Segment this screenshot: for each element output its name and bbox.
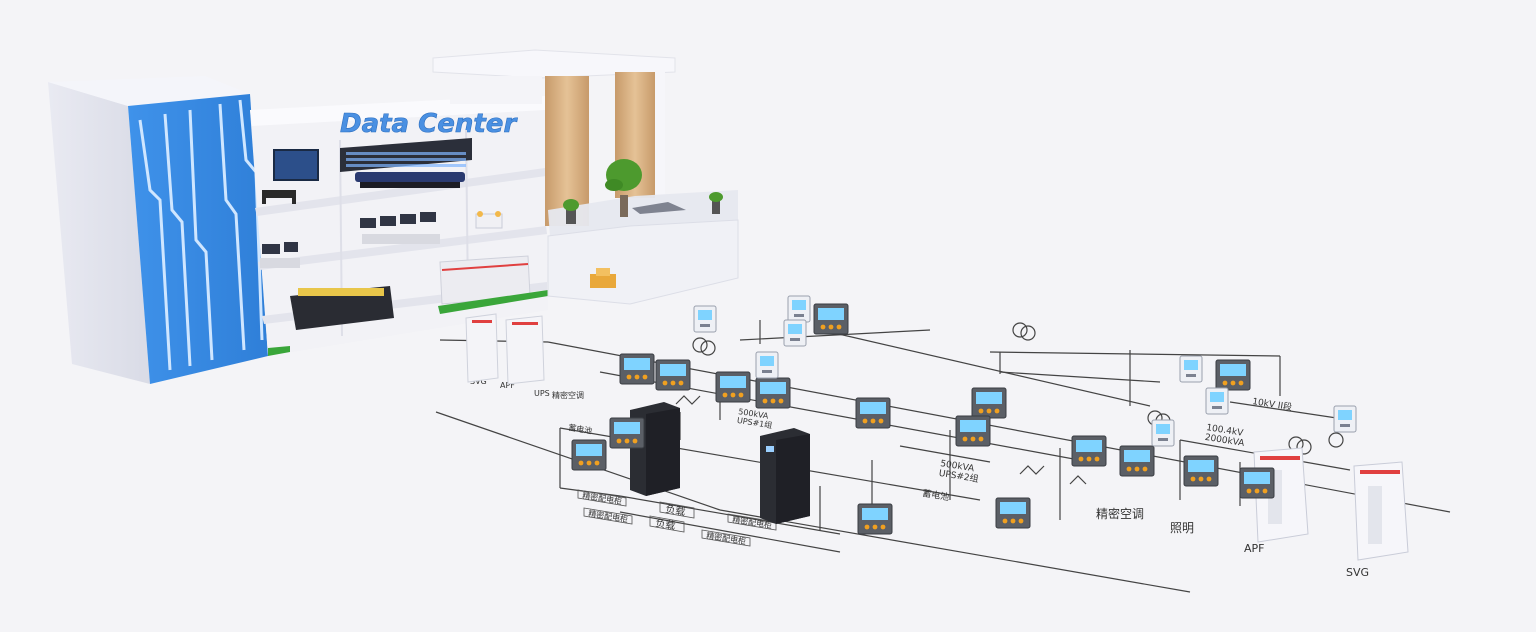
label-battery-left: 蓄电池 <box>568 422 593 436</box>
power-meter <box>813 303 849 335</box>
protection-relay <box>1333 405 1357 433</box>
power-meter <box>857 503 893 535</box>
power-meters <box>571 295 1357 535</box>
label-precision-cabinet-4: 精密配电柜 <box>706 530 747 546</box>
video-wall-screens <box>346 152 466 167</box>
meeting-table <box>262 190 296 204</box>
tower-top <box>48 76 250 106</box>
printer <box>475 211 503 229</box>
power-meter <box>855 397 891 429</box>
protection-relay <box>787 295 811 323</box>
power-meter <box>1239 467 1275 499</box>
label-apf-big: APF <box>1244 542 1265 555</box>
plant-icon <box>605 159 642 217</box>
lawn-left <box>268 346 290 356</box>
potted-plant-left-icon <box>563 199 579 224</box>
label-precision-ac: 精密空调 <box>1096 506 1144 521</box>
power-meter <box>571 439 607 471</box>
power-meter <box>755 377 791 409</box>
label-precision-ac-left: 精密空调 <box>552 390 584 400</box>
big-svg-panel <box>1353 461 1409 561</box>
power-meter <box>955 415 991 447</box>
protection-relay <box>783 319 807 347</box>
small-apf-panel <box>505 315 545 385</box>
label-svg-small: SVG <box>470 377 487 386</box>
label-battery: 蓄电池 <box>922 487 951 503</box>
label-precision-cabinet-1: 精密配电柜 <box>582 490 623 506</box>
protection-relay <box>755 351 779 379</box>
label-lighting: 照明 <box>1170 521 1194 535</box>
power-meter <box>1215 359 1251 391</box>
annex-lower <box>547 219 739 305</box>
ups-cabinet-1 <box>630 402 680 496</box>
power-meter <box>619 353 655 385</box>
transformer-symbols <box>675 322 1344 485</box>
potted-plant-right-icon <box>709 192 723 214</box>
boxes-icon <box>590 268 616 288</box>
wall-screen-left <box>273 149 319 181</box>
power-meter <box>971 387 1007 419</box>
annex-column <box>450 76 542 104</box>
power-meter <box>995 497 1031 529</box>
tower-facade <box>128 94 268 384</box>
power-meter <box>715 371 751 403</box>
lounge-chair <box>632 202 686 214</box>
small-svg-panel <box>465 313 499 383</box>
diagram-labels: 负载 负载 精密配电柜 精密配电柜 精密配电柜 精密配电柜 500kVAUPS#… <box>470 377 1369 579</box>
workstations <box>260 212 440 268</box>
data-center-sign: Data Center <box>340 109 518 139</box>
label-ups2: 500kVAUPS#2组 <box>938 459 981 485</box>
label-svg-big: SVG <box>1346 566 1369 579</box>
label-apf-small: APF <box>500 381 515 390</box>
battery-tops <box>298 288 384 296</box>
power-meter <box>1119 445 1155 477</box>
annex-frame <box>655 70 665 200</box>
power-meter <box>1071 435 1107 467</box>
label-boxes <box>577 489 777 547</box>
label-ups1: 500kVAUPS#1组 <box>736 407 774 430</box>
building-model: Data Center <box>48 49 739 384</box>
tower-facade-lines <box>138 99 264 371</box>
lawn <box>438 290 548 314</box>
protection-relay <box>1205 387 1229 415</box>
protection-relay <box>693 305 717 333</box>
power-meter <box>1183 455 1219 487</box>
tower-front <box>48 82 150 384</box>
label-precision-cabinet-2: 精密配电柜 <box>588 508 629 524</box>
power-meter <box>655 359 691 391</box>
protection-relay <box>1179 355 1203 383</box>
label-bus-10kv: 10kV II段 <box>1252 395 1293 413</box>
protection-relay <box>1151 419 1175 447</box>
ups-cabinet-2 <box>760 428 810 524</box>
control-desks <box>355 172 465 188</box>
label-ups-small-left: UPS <box>534 389 550 398</box>
battery-racks <box>290 286 394 330</box>
power-meter <box>609 417 645 449</box>
annex-roof <box>432 49 676 79</box>
